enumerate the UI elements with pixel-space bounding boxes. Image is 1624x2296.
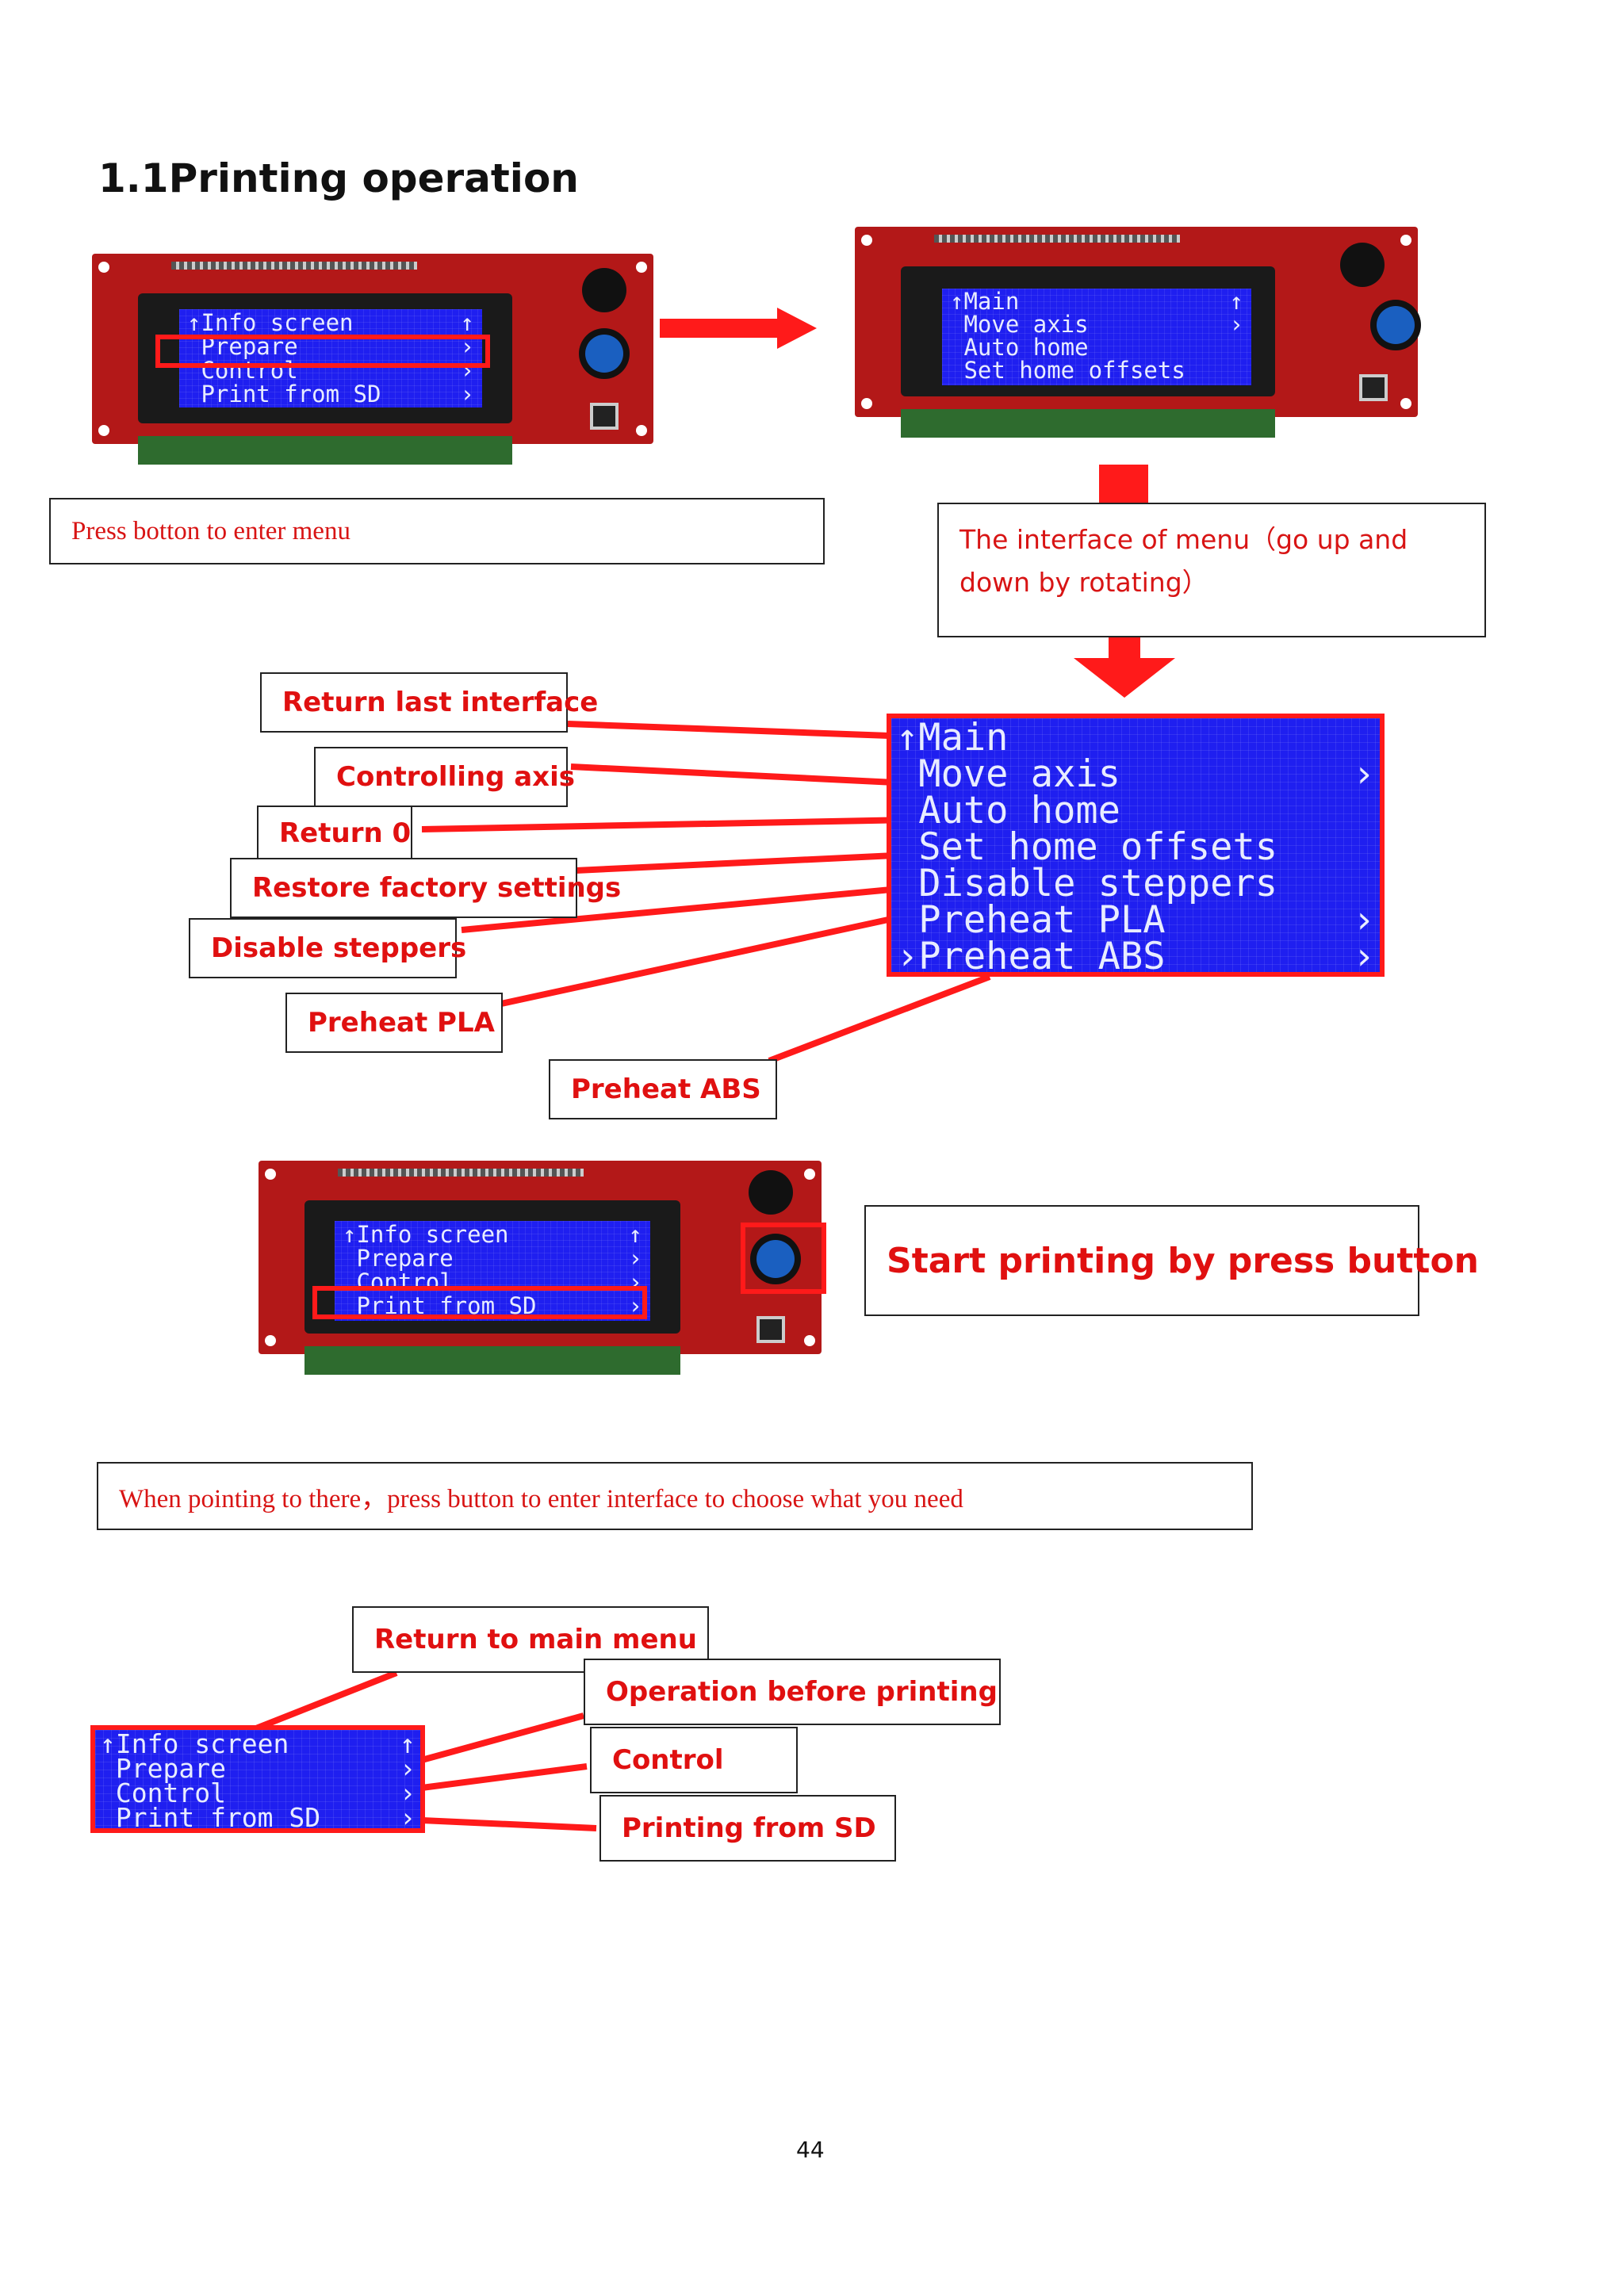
lcd-row: Auto home [896,789,1120,832]
lcd-screen-prepare: ↑Main Move axis Auto home Set home offse… [942,289,1251,385]
lcd-row: Preheat PLA [896,898,1166,942]
chevron-right-icon: › [460,381,474,408]
lcd-row: Set home offsets [950,357,1185,384]
chevron-right-icon: › [1229,311,1243,338]
caption-press-button: Press botton to enter menu [49,498,825,564]
line-return-main [251,1670,398,1733]
line-printing-sd [421,1817,597,1831]
line-return-last [567,721,891,739]
lcd-row: ›Preheat ABS [896,935,1166,977]
rotary-knob[interactable] [579,328,630,379]
chevron-right-icon: › [400,1753,416,1784]
chevron-right-icon: › [460,333,474,360]
up-arrow-icon: ↑ [628,1221,642,1248]
lcd-board-main: ↑Info screen Prepare Control Print from … [92,254,653,465]
down-bar-icon [1099,465,1148,503]
label-return-0: Return 0 [257,806,412,861]
buzzer-icon [749,1170,793,1215]
chevron-right-icon: › [1352,898,1375,942]
lcd-row: ↑Main [950,289,1020,315]
buzzer-icon [582,268,626,312]
lcd-row: Set home offsets [896,825,1278,869]
lcd-row: ↑Info screen [100,1728,289,1759]
label-preheat-abs: Preheat ABS [549,1059,777,1119]
label-return-last: Return last interface [260,672,598,733]
chevron-right-icon: › [400,1777,416,1808]
page-number: 44 [796,2137,825,2163]
stop-button[interactable] [590,403,619,430]
lcd-row: Print from SD [187,381,381,408]
buzzer-icon [1340,243,1385,287]
line-preheat-abs [768,974,991,1064]
stop-button[interactable] [756,1316,785,1343]
lcd-board-print-sd: ↑Info screen Prepare Control Print from … [259,1161,822,1375]
label-printing-sd: Printing from SD [599,1795,896,1862]
up-arrow-icon: ↑ [400,1728,416,1759]
lcd-row: Prepare [343,1245,454,1272]
lcd-row: ↑Info screen [343,1221,509,1248]
stop-button[interactable] [1359,374,1388,401]
lcd-board-prepare: ↑Main Move axis Auto home Set home offse… [855,227,1421,438]
lcd-row: Print from SD [343,1292,537,1319]
line-controlling-axis [570,763,913,786]
highlight-print-sd [312,1286,647,1319]
rotary-knob[interactable] [1370,300,1421,350]
lcd-row: ↑Info screen [187,309,354,336]
up-arrow-icon: ↑ [1229,289,1243,315]
label-control: Control [590,1727,798,1793]
up-arrow-icon: ↑ [460,309,474,336]
right-arrow-icon [660,308,817,349]
highlight-knob [741,1223,826,1294]
lcd-row: Prepare [100,1753,226,1784]
chevron-right-icon: › [1352,752,1375,796]
label-controlling-axis: Controlling axis [314,747,575,807]
label-operation-before: Operation before printing [584,1659,1001,1725]
line-control [421,1763,588,1791]
lcd-row: Auto home [950,334,1089,361]
page-title: 1.1Printing operation [98,155,579,201]
lcd-screen-print-sd: ↑Info screen Prepare Control Print from … [335,1221,650,1321]
down-arrow-icon [1074,634,1175,698]
lcd-row: ↑Main [896,716,1009,760]
label-restore-factory: Restore factory settings [230,858,621,918]
lcd-row: Disable steppers [896,862,1278,905]
line-restore [575,851,913,874]
caption-menu-interface: The interface of menu（go up and down by … [937,503,1486,637]
lcd-row: Move axis [950,311,1089,338]
line-return-0 [421,817,913,832]
label-disable-steppers: Disable steppers [189,918,466,978]
chevron-right-icon: › [628,1245,642,1272]
line-preheat-pla [500,916,889,1007]
line-disable [461,886,892,933]
chevron-right-icon: › [1352,935,1375,977]
lcd-screen-main: ↑Info screen Prepare Control Print from … [179,309,482,408]
lcd-row: Print from SD [100,1802,321,1833]
label-preheat-pla: Preheat PLA [285,993,503,1053]
line-operation [420,1712,585,1763]
lcd-row: Control [187,357,298,384]
chevron-right-icon: › [400,1802,416,1833]
lcd-row: Move axis [896,752,1120,796]
lcd-zoom-info: ↑Info screen Prepare Control Print from … [90,1725,425,1833]
rotary-knob[interactable] [750,1234,801,1284]
lcd-row: Control [100,1777,226,1808]
lcd-zoom-prepare: ↑Main Move axis Auto home Set home offse… [887,714,1385,977]
caption-start-printing: Start printing by press button [864,1205,1479,1316]
highlight-prepare [155,335,490,368]
caption-pointing: When pointing to there，press button to e… [97,1462,1253,1530]
chevron-right-icon: › [628,1292,642,1319]
